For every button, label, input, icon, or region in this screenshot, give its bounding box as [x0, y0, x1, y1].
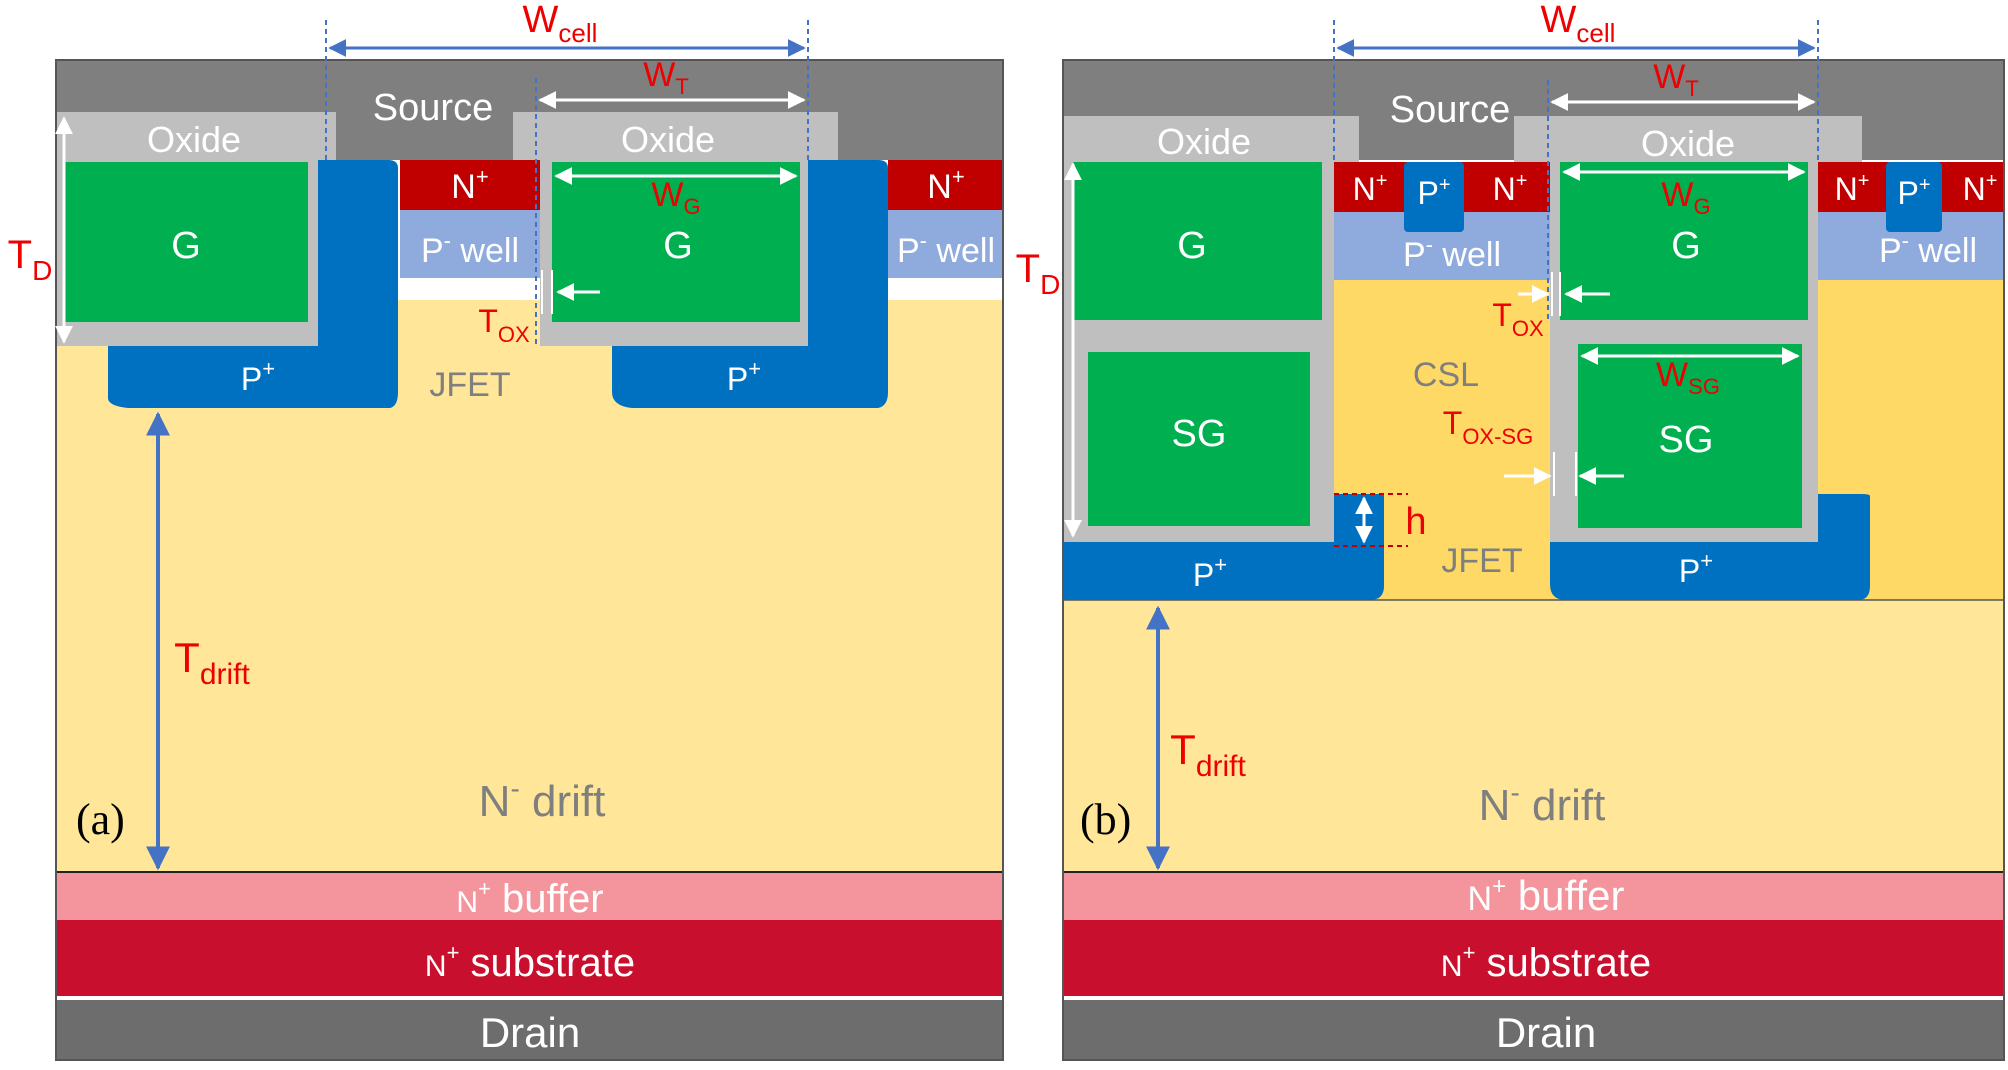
p-plus-region — [1550, 494, 1870, 600]
p-well-label: P- well — [1879, 228, 1977, 270]
td-label: TD — [1016, 247, 1061, 300]
gate-electrode — [64, 162, 308, 322]
drain-label: Drain — [480, 1009, 580, 1056]
shield-gate-label: SG — [1659, 419, 1714, 461]
panel-border — [1062, 59, 2005, 1061]
gate-label: G — [1177, 225, 1207, 267]
n-plus-buffer — [1063, 872, 2004, 920]
gate-electrode — [552, 162, 800, 322]
wsg-label: WSG — [1656, 356, 1720, 399]
oxide-label: Oxide — [1157, 121, 1251, 162]
tox-label: TOX — [1492, 297, 1544, 341]
shield-gate-label: SG — [1172, 413, 1227, 455]
oxide-cap — [513, 112, 838, 160]
n-plus-label: N+ — [927, 164, 964, 206]
panel-tag: (a) — [76, 795, 125, 844]
substrate-label: N+ substrate — [425, 940, 635, 985]
n-plus-substrate — [56, 920, 1003, 996]
panel-border — [55, 59, 1004, 1061]
p-plus-label: P+ — [1679, 548, 1713, 589]
substrate-label: N+ substrate — [1441, 940, 1651, 985]
buffer-label: N+ buffer — [456, 876, 603, 921]
p-well-region — [400, 210, 540, 278]
gate-electrode — [1073, 162, 1322, 320]
n-plus-label: N+ — [451, 164, 488, 206]
shield-gate-electrode — [1578, 344, 1802, 528]
p-plus-label: P+ — [727, 356, 761, 397]
p-plus-contact — [1886, 162, 1942, 232]
drain-metal — [1063, 1000, 2004, 1060]
n-plus-buffer — [56, 872, 1003, 920]
panel-b: Source Oxide Oxide G G SG SG N+ P+ N+ N+… — [1016, 0, 2005, 1061]
gate-label: G — [663, 225, 693, 267]
h-label: h — [1405, 501, 1426, 543]
tox-label: TOX — [478, 303, 530, 347]
wcell-label: Wcell — [1541, 0, 1616, 48]
p-well-label: P- well — [1403, 232, 1501, 274]
wt-label: WT — [1653, 58, 1699, 101]
p-plus-label: P+ — [241, 356, 275, 397]
gate-label: G — [171, 225, 201, 267]
p-plus-label: P+ — [1417, 174, 1450, 211]
n-plus-label: N+ — [1835, 170, 1870, 207]
p-plus-region — [1063, 494, 1384, 600]
n-plus-region — [400, 160, 540, 210]
wcell-label: Wcell — [523, 0, 598, 48]
p-well-label: P- well — [897, 228, 995, 270]
tdrift-label: Tdrift — [1170, 726, 1246, 783]
drain-label: Drain — [1496, 1009, 1596, 1056]
jfet-label: JFET — [429, 366, 510, 404]
p-well-label: P- well — [421, 228, 519, 270]
drift-label: N- drift — [1479, 777, 1606, 830]
panel-tag: (b) — [1080, 795, 1131, 844]
wt-label: WT — [643, 56, 689, 99]
panel-a: Source Oxide Oxide G G N+ N+ P- well P- … — [8, 0, 1004, 1061]
n-plus-label: N+ — [1353, 170, 1388, 207]
p-well-region — [888, 210, 1003, 278]
oxide-label: Oxide — [147, 119, 241, 160]
buffer-label: N+ buffer — [1468, 872, 1625, 919]
n-plus-label: N+ — [1963, 170, 1998, 207]
oxide-cap — [1063, 116, 1359, 162]
n-plus-substrate — [1063, 920, 2004, 996]
n-plus-region — [888, 160, 1003, 210]
toxsg-label: TOX-SG — [1443, 405, 1533, 449]
shield-gate-electrode — [1088, 352, 1310, 526]
source-label: Source — [1390, 89, 1510, 131]
wg-label: WG — [651, 176, 700, 219]
oxide-cap — [56, 112, 336, 160]
oxide-label: Oxide — [1641, 123, 1735, 164]
jfet-label: JFET — [1441, 542, 1522, 580]
source-label: Source — [373, 87, 493, 129]
wg-label: WG — [1661, 176, 1710, 219]
csl-label: CSL — [1413, 356, 1479, 394]
drain-metal — [56, 1000, 1003, 1060]
drift-region — [1063, 600, 2004, 872]
td-label: TD — [8, 233, 53, 286]
gate-label: G — [1671, 225, 1701, 267]
p-plus-label: P+ — [1897, 174, 1930, 211]
drift-label: N- drift — [479, 773, 606, 826]
oxide-label: Oxide — [621, 119, 715, 160]
oxide-cap — [1514, 116, 1862, 162]
p-plus-contact — [1404, 162, 1464, 232]
p-plus-label: P+ — [1193, 552, 1227, 593]
n-plus-label: N+ — [1493, 170, 1528, 207]
tdrift-label: Tdrift — [174, 634, 250, 691]
